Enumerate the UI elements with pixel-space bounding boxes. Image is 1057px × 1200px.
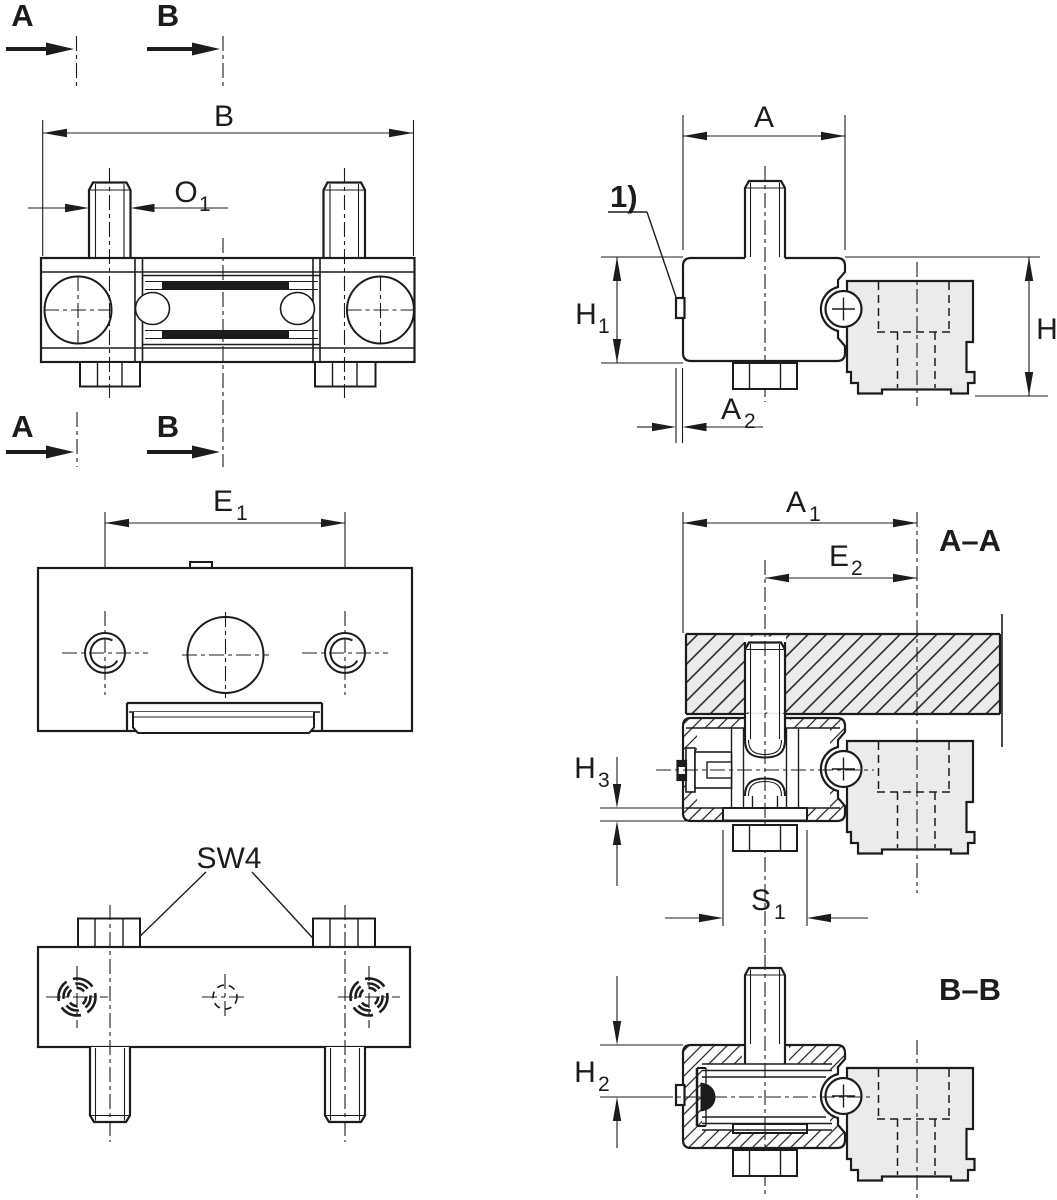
dim-B: B	[42, 100, 415, 256]
section-markers-top: A B	[6, 0, 224, 90]
section-marker-b-label2: B	[157, 409, 179, 444]
dim-E1-sub: 1	[236, 502, 248, 525]
dim-SW4-label: SW4	[196, 842, 261, 875]
lube-nipple	[674, 296, 686, 320]
dim-H1-sub: 1	[598, 315, 610, 338]
dim-E1-label: E	[213, 485, 233, 518]
dim-H1: H 1	[575, 256, 1040, 364]
dim-O1-sub: 1	[199, 193, 211, 216]
plan-center-bore	[186, 616, 265, 694]
dim-H1-label: H	[575, 298, 597, 331]
dim-H-label: H	[1036, 313, 1057, 346]
front-stud-right	[322, 181, 367, 260]
section-marker-b-label: B	[157, 0, 179, 33]
section-markers-bottom: A B	[6, 409, 220, 467]
lube-nipple-bb	[674, 1083, 686, 1107]
dim-H3-sub: 3	[598, 769, 610, 792]
dim-H3-label: H	[574, 752, 596, 785]
section-view-bb: B–B	[574, 955, 1001, 1198]
dim-A2: A 2	[637, 368, 763, 443]
dim-E2-label: E	[829, 540, 849, 573]
front-view: B O 1	[28, 100, 416, 467]
side-view: A 1) H 1	[575, 101, 1057, 443]
dim-H2-sub: 2	[598, 1073, 610, 1096]
dim-H3: H 3	[574, 752, 736, 886]
dim-A1-label: A	[786, 486, 806, 519]
dim-E2-sub: 2	[851, 557, 863, 580]
bottom-center-mark	[202, 974, 248, 1020]
note-1: 1)	[608, 179, 677, 298]
bb-internals	[658, 955, 874, 1198]
seal-strip-top	[162, 281, 289, 290]
bottom-nut-left	[77, 917, 141, 948]
bb-cover-plate	[732, 1123, 808, 1134]
section-marker-a-label2: A	[11, 409, 33, 444]
section-view-aa: A 1 E 2 A–A	[574, 486, 1003, 962]
dim-A: A	[682, 101, 846, 250]
bottom-view: SW4	[36, 842, 412, 1142]
dim-A2-sub: 2	[744, 410, 756, 433]
front-stud-left	[87, 181, 132, 260]
dim-S1-sub: 1	[774, 901, 786, 924]
aa-internals	[656, 560, 874, 962]
plan-view: E 1	[36, 485, 414, 734]
dim-E1: E 1	[104, 485, 346, 608]
dim-A1: A 1	[682, 486, 917, 633]
dim-A2-label: A	[721, 393, 741, 426]
bottom-stud-right	[323, 1045, 367, 1124]
dim-H: H	[975, 257, 1057, 397]
bottom-stud-left	[88, 1045, 132, 1124]
seal-strip-bottom	[162, 330, 289, 339]
dim-O1-label: O	[174, 176, 197, 209]
section-aa-title: A–A	[939, 523, 1001, 558]
dim-O1: O 1	[28, 176, 228, 216]
dim-E2: E 2	[765, 540, 917, 583]
roller-window-right	[279, 291, 316, 326]
dim-S1: S 1	[665, 830, 868, 926]
dim-B-label: B	[214, 100, 234, 133]
dim-A-label: A	[754, 101, 774, 134]
front-nut-right	[314, 361, 377, 388]
dim-H2-label: H	[574, 1056, 596, 1089]
dim-H2: H 2	[574, 976, 683, 1148]
section-bb-title: B–B	[939, 972, 1001, 1007]
dim-S1-label: S	[751, 884, 771, 917]
section-marker-a-label: A	[11, 0, 33, 33]
note-1-label: 1)	[610, 179, 638, 214]
plan-bottom-notch	[125, 701, 324, 734]
bottom-nut-right	[312, 917, 376, 948]
dim-A1-sub: 1	[809, 503, 821, 526]
roller-window-left	[134, 291, 171, 326]
